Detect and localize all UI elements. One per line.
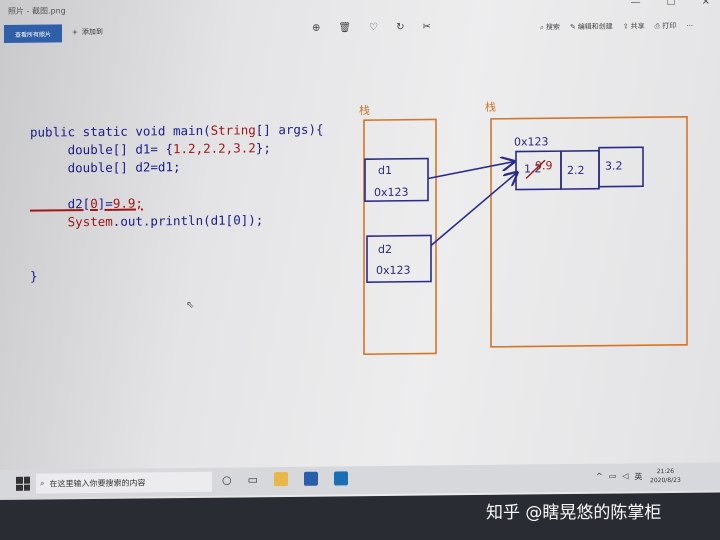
taskbar-clock[interactable]: 21:26 2020/8/23 bbox=[650, 467, 681, 485]
cortana-icon[interactable]: ○ bbox=[222, 473, 232, 487]
d2-reference-arrow bbox=[430, 173, 517, 247]
d1-address: 0x123 bbox=[374, 186, 409, 199]
clock-time: 21:26 bbox=[656, 467, 675, 476]
strikethrough-mark bbox=[525, 159, 546, 179]
word-icon[interactable] bbox=[304, 471, 319, 486]
up-arrow-icon[interactable]: ^ bbox=[596, 471, 603, 481]
heap-label: 栈 bbox=[485, 100, 496, 114]
d1-variable-box bbox=[364, 157, 429, 202]
d2-address: 0x123 bbox=[376, 264, 411, 277]
stack-label: 栈 bbox=[359, 103, 370, 117]
taskbar-apps: ○ ▭ bbox=[222, 471, 349, 487]
file-explorer-icon[interactable] bbox=[274, 471, 289, 487]
d1-name: d1 bbox=[378, 164, 392, 177]
d2-name: d2 bbox=[378, 243, 392, 256]
taskbar-search-placeholder: 在这里输入你要搜索的内容 bbox=[49, 477, 146, 488]
volume-icon[interactable]: ◁ bbox=[622, 471, 629, 481]
input-language[interactable]: 英 bbox=[634, 472, 643, 482]
d1-reference-arrow bbox=[427, 162, 514, 180]
array-cell-2 bbox=[598, 146, 644, 188]
taskbar-search-box[interactable]: ⌕ 在这里输入你要搜索的内容 bbox=[36, 471, 212, 494]
cell-0-new-value: 9.9 bbox=[535, 159, 552, 172]
cell-1-value: 2.2 bbox=[567, 164, 584, 177]
search-icon: ⌕ bbox=[40, 478, 45, 488]
array-address: 0x123 bbox=[514, 135, 549, 148]
start-button[interactable] bbox=[16, 476, 30, 491]
clock-date: 2020/8/23 bbox=[650, 476, 681, 485]
network-icon[interactable]: ▭ bbox=[608, 471, 617, 481]
zhihu-watermark: 知乎 @瞎晃悠的陈掌柜 bbox=[486, 503, 662, 523]
heap-box bbox=[490, 115, 688, 348]
memory-diagram: 栈 d1 0x123 d2 0x123 栈 0x123 1.2 9.9 2.2 … bbox=[359, 100, 688, 355]
stack-box bbox=[363, 118, 437, 355]
cell-0-old-value: 1.2 bbox=[524, 162, 541, 175]
task-view-icon[interactable]: ▭ bbox=[247, 472, 259, 486]
d2-variable-box bbox=[366, 234, 432, 283]
photo-viewer-window: 照片 - 截图.png — ☐ ✕ 查看所有照片 + 添加到 ⊕ 🗑 ♡ ↻ ✂… bbox=[0, 0, 720, 501]
cell-2-value: 3.2 bbox=[605, 159, 622, 172]
system-tray: ^ ▭ ◁ 英 bbox=[596, 471, 642, 482]
photos-icon[interactable] bbox=[334, 471, 349, 486]
